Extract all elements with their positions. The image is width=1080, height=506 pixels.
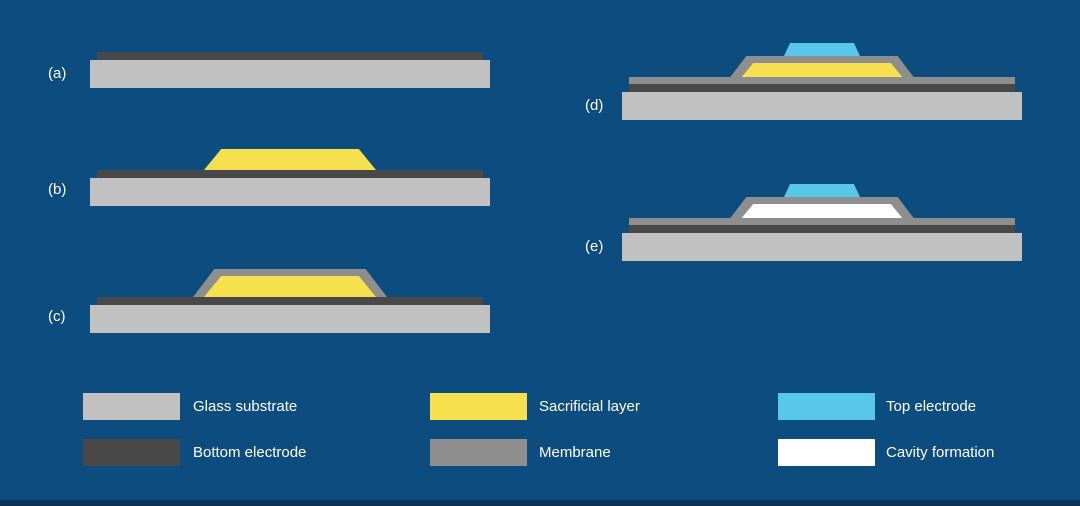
glass-substrate-layer: [622, 233, 1022, 261]
panel-label-c: (c): [48, 308, 66, 325]
legend-swatch-sacrificial-layer: [430, 393, 527, 420]
legend-swatch-cavity: [778, 439, 875, 466]
top-electrode-shape: [784, 43, 860, 56]
panel-label-e: (e): [585, 238, 604, 255]
bottom-electrode-layer: [97, 52, 483, 60]
footer-band: [0, 500, 1080, 506]
legend-label: Membrane: [539, 444, 611, 461]
glass-substrate-layer: [622, 92, 1022, 120]
membrane-base: [629, 218, 1015, 225]
glass-substrate-layer: [90, 178, 490, 206]
membrane-base: [629, 77, 1015, 84]
legend-label: Glass substrate: [193, 398, 298, 415]
glass-substrate-layer: [90, 305, 490, 333]
panel-label-b: (b): [48, 181, 67, 198]
legend-label: Sacrificial layer: [539, 398, 640, 415]
legend-label: Cavity formation: [886, 444, 995, 461]
panel-label-d: (d): [585, 97, 604, 114]
panel-label-a: (a): [48, 65, 67, 82]
bottom-electrode-layer: [97, 297, 483, 305]
glass-substrate-layer: [90, 60, 490, 88]
bottom-electrode-layer: [629, 84, 1015, 92]
sacrificial-layer-shape: [204, 149, 376, 170]
top-electrode-shape: [784, 184, 860, 197]
bottom-electrode-layer: [97, 170, 483, 178]
legend-swatch-membrane: [430, 439, 527, 466]
bottom-electrode-layer: [629, 225, 1015, 233]
sacrificial-layer-shape: [204, 276, 376, 297]
legend-swatch-glass-substrate: [83, 393, 180, 420]
legend-swatch-top-electrode: [778, 393, 875, 420]
legend-swatch-bottom-electrode: [83, 439, 180, 466]
legend-label: Bottom electrode: [193, 444, 307, 461]
legend-label: Top electrode: [886, 398, 977, 415]
